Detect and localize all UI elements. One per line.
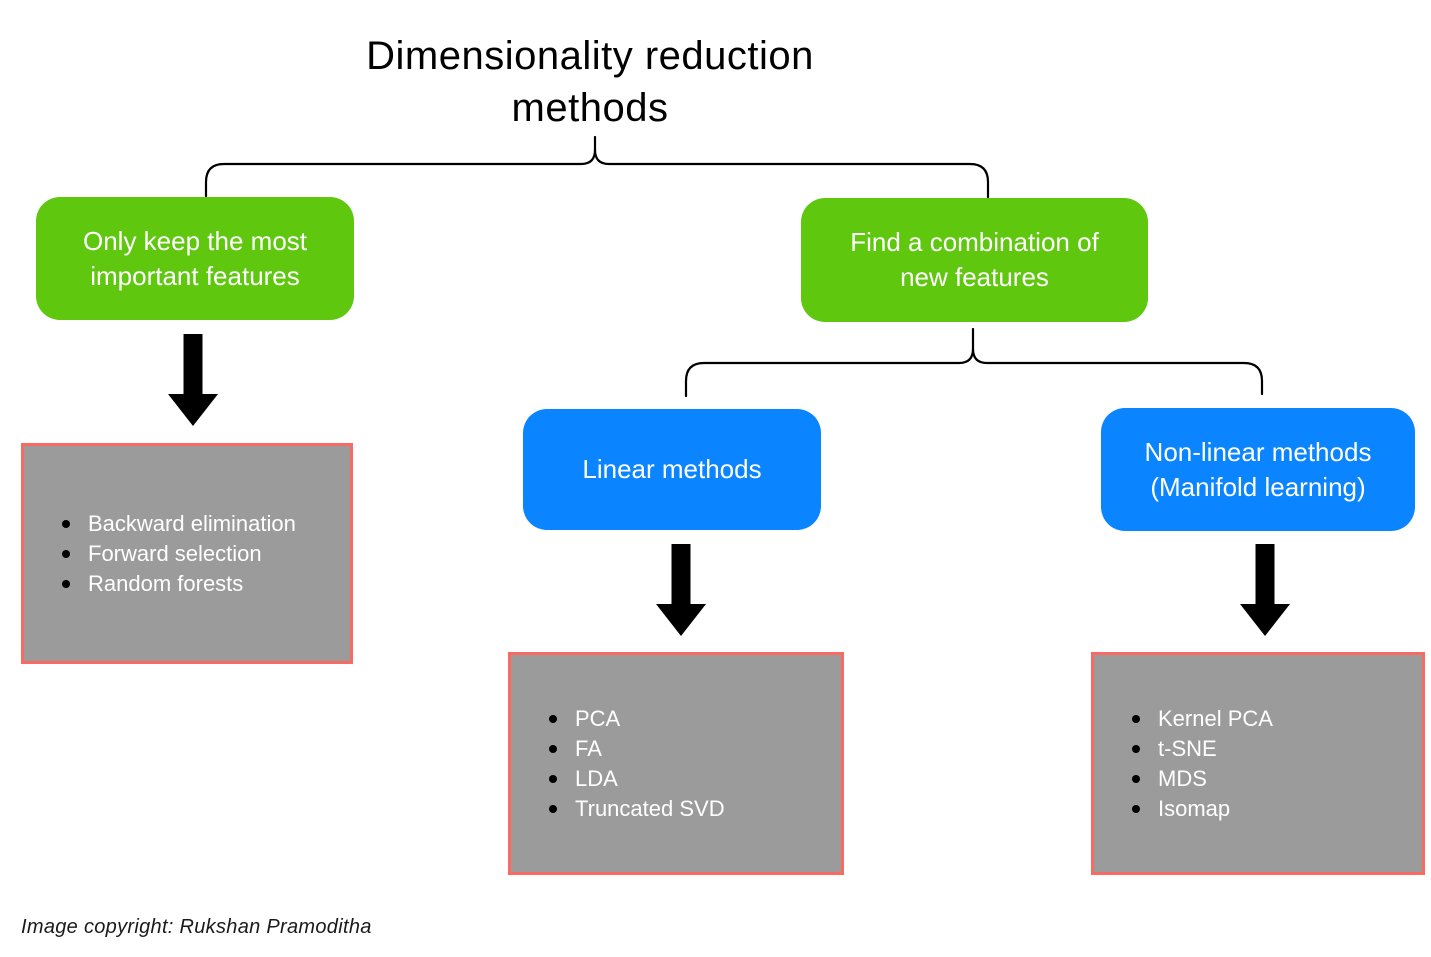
method-label: Isomap (1158, 795, 1231, 821)
bullet-icon (62, 579, 70, 588)
sub-brace-right-half (971, 347, 1264, 396)
method-label: MDS (1158, 765, 1207, 791)
sub-brace-left-half (684, 327, 975, 398)
node-feature-selection: Only keep the most important features (36, 197, 354, 320)
bullet-icon (1132, 714, 1140, 723)
bullet-icon (549, 804, 557, 813)
list-item: Forward selection (62, 539, 350, 569)
bullet-icon (549, 744, 557, 753)
bullet-icon (1132, 804, 1140, 813)
diagram-title: Dimensionality reduction methods (366, 34, 814, 130)
list-item: Isomap (1132, 794, 1422, 824)
node-linear-methods: Linear methods (523, 409, 821, 530)
top-brace-right-half (593, 148, 990, 199)
linear-method-list: PCA FA LDA Truncated SVD (511, 704, 841, 824)
bullet-icon (1132, 744, 1140, 753)
bullet-icon (62, 519, 70, 528)
list-item: MDS (1132, 764, 1422, 794)
list-item: Truncated SVD (549, 794, 841, 824)
bullet-icon (549, 774, 557, 783)
node-feature-combination: Find a combination of new features (801, 198, 1148, 322)
down-arrow-icon (1240, 544, 1290, 636)
bullet-icon (549, 714, 557, 723)
bullet-icon (62, 549, 70, 558)
top-brace-left-half (204, 135, 597, 198)
list-item: t-SNE (1132, 734, 1422, 764)
list-item: FA (549, 734, 841, 764)
bullet-icon (1132, 774, 1140, 783)
image-copyright-text: Image copyright: Rukshan Pramoditha (21, 916, 372, 938)
method-label: FA (575, 735, 602, 761)
method-label: Random forests (88, 570, 244, 596)
down-arrow-icon (656, 544, 706, 636)
method-label: Kernel PCA (1158, 705, 1273, 731)
feature-selection-methods-box: Backward elimination Forward selection R… (21, 443, 353, 664)
method-label: LDA (575, 765, 618, 791)
feature-selection-method-list: Backward elimination Forward selection R… (24, 509, 350, 599)
method-label: Backward elimination (88, 510, 296, 536)
method-label: PCA (575, 705, 621, 731)
method-label: Truncated SVD (575, 795, 725, 821)
list-item: PCA (549, 704, 841, 734)
node-nonlinear-methods: Non-linear methods (Manifold learning) (1101, 408, 1415, 531)
list-item: Backward elimination (62, 509, 350, 539)
list-item: Kernel PCA (1132, 704, 1422, 734)
method-label: Forward selection (88, 540, 262, 566)
down-arrow-icon (168, 334, 218, 426)
nonlinear-method-list: Kernel PCA t-SNE MDS Isomap (1094, 704, 1422, 824)
linear-methods-box: PCA FA LDA Truncated SVD (508, 652, 844, 875)
list-item: LDA (549, 764, 841, 794)
list-item: Random forests (62, 569, 350, 599)
method-label: t-SNE (1158, 735, 1217, 761)
nonlinear-methods-box: Kernel PCA t-SNE MDS Isomap (1091, 652, 1425, 875)
